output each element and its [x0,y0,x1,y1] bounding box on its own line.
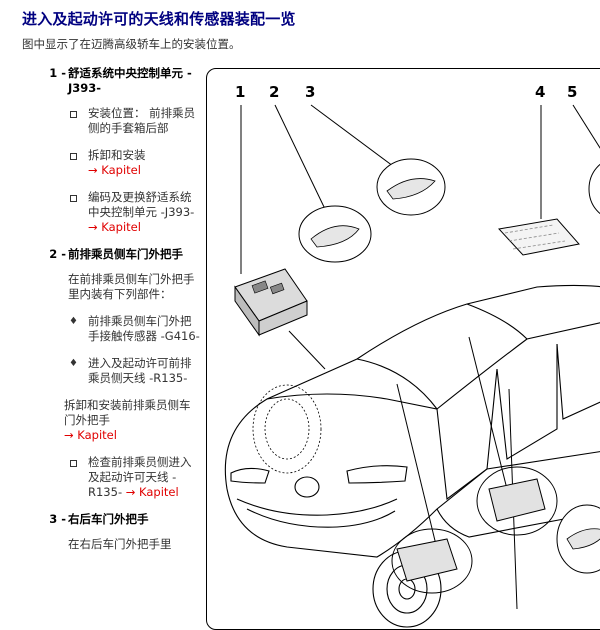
item-2-component-1: 前排乘员侧车门外把手接触传感器 -G416- [68,314,200,344]
item-2-title: 前排乘员侧车门外把手 [68,247,183,261]
callout-2: 2 [269,83,279,101]
kapitel-link[interactable]: → Kapitel [125,485,179,499]
item-3-title: 右后车门外把手 [68,512,149,526]
item-3-intro: 在右后车门外把手里 [68,537,172,551]
item-2-components: 前排乘员侧车门外把手接触传感器 -G416- 进入及起动许可前排乘员侧天线 -R… [40,314,200,386]
handle-detail-5 [588,163,600,215]
bullet-text: 拆卸和安装 [88,148,146,162]
item-2-check: 检查前排乘员侧进入及起动许可天线 -R135- → Kapitel [40,455,200,500]
page-title: 进入及起动许可的天线和传感器装配一览 [22,10,296,28]
item-1-title: 舒适系统中央控制单元 -J393- [68,66,192,95]
item-3-heading: 3 - 右后车门外把手 [40,512,200,527]
item-1-bullet-2: 拆卸和安装 → Kapitel [68,148,200,178]
item-1-number: 1 - [49,66,66,80]
item-1-heading: 1 - 舒适系统中央控制单元 -J393- [40,66,200,96]
kapitel-link[interactable]: → Kapitel [88,220,141,234]
item-2-heading: 2 - 前排乘员侧车门外把手 [40,247,200,262]
callout-4: 4 [535,83,545,101]
item-1-bullet-3: 编码及更换舒适系统中央控制单元 -J393- → Kapitel [68,190,200,235]
bullet-text: 检查前排乘员侧进入及起动许可天线 -R135- [88,455,192,499]
handle-detail-3 [376,158,446,216]
item-1-bullets: 安装位置： 前排乘员侧的手套箱后部 拆卸和安装 → Kapitel 编码及更换舒… [40,106,200,235]
roof-antenna-module [498,218,580,256]
item-2-removal: 拆卸和安装前排乘员侧车门外把手 → Kapitel [40,398,200,443]
handle-detail-2 [298,205,372,263]
callout-3: 3 [305,83,315,101]
item-2-number: 2 - [49,247,66,261]
kapitel-link[interactable]: → Kapitel [64,428,117,442]
callout-1: 1 [235,83,245,101]
sensor-module-a [391,528,473,594]
removal-text: 拆卸和安装前排乘员侧车门外把手 [64,398,191,427]
control-unit-j393 [234,268,308,337]
handle-detail-rear [556,504,600,574]
callout-5: 5 [567,83,577,101]
page-intro: 图中显示了在迈腾高级轿车上的安装位置。 [22,37,241,51]
item-2-component-2: 进入及起动许可前排乘员侧天线 -R135- [68,356,200,386]
component-list: 1 - 舒适系统中央控制单元 -J393- 安装位置： 前排乘员侧的手套箱后部 … [40,66,200,564]
item-1-bullet-1: 安装位置： 前排乘员侧的手套箱后部 [68,106,200,136]
car-diagram: 1 2 3 4 5 [224,83,600,628]
kapitel-link[interactable]: → Kapitel [88,163,141,177]
item-2-intro: 在前排乘员侧车门外把手里内装有下列部件： [68,272,195,301]
bullet-text: 安装位置： 前排乘员侧的手套箱后部 [88,106,196,135]
hood-pattern [252,384,322,474]
sensor-module-b [476,466,558,536]
installation-figure: 1 2 3 4 5 [206,68,600,630]
bullet-text: 编码及更换舒适系统中央控制单元 -J393- [88,190,195,219]
item-2-check-bullet: 检查前排乘员侧进入及起动许可天线 -R135- → Kapitel [68,455,200,500]
item-3-number: 3 - [49,512,66,526]
